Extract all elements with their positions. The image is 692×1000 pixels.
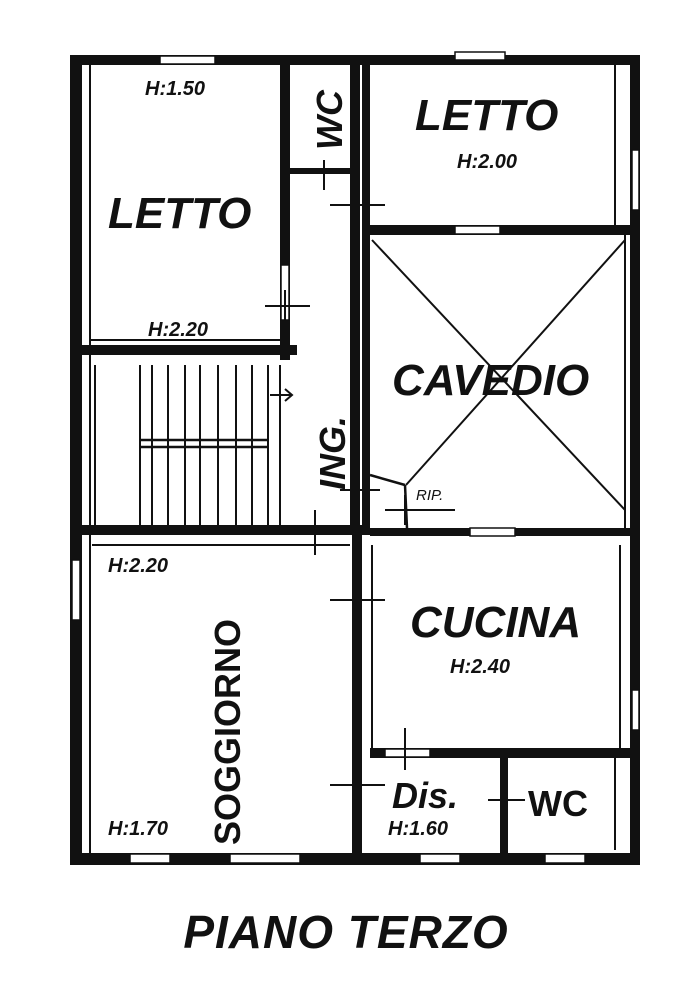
room-letto-left: H:1.50 LETTO H:2.20 — [82, 65, 310, 360]
disimpegno-height: H:1.60 — [388, 818, 448, 840]
windows — [71, 51, 640, 864]
wc-bottom-label: WC — [528, 783, 588, 824]
letto-left-height-top: H:1.50 — [145, 78, 205, 100]
room-cavedio: CAVEDIO — [370, 235, 635, 537]
soggiorno-height-bottom: H:1.70 — [108, 818, 168, 840]
letto-left-label: LETTO — [108, 189, 251, 238]
letto-left-height-bottom: H:2.20 — [148, 319, 208, 341]
room-ripostiglio: RIP. — [369, 473, 455, 529]
letto-right-height: H:2.00 — [457, 151, 517, 173]
soggiorno-label: SOGGIORNO — [207, 619, 248, 845]
cavedio-label: CAVEDIO — [392, 356, 589, 405]
room-cucina: CUCINA H:2.40 — [370, 545, 635, 770]
room-disimpegno: Dis. H:1.60 — [388, 758, 525, 853]
corridor-walls: ING. — [312, 65, 385, 535]
cucina-height: H:2.40 — [450, 656, 510, 678]
ingresso-label: ING. — [312, 416, 353, 490]
room-wc-top: WC — [290, 65, 360, 190]
room-soggiorno: H:2.20 SOGGIORNO H:1.70 — [92, 535, 385, 855]
cucina-label: CUCINA — [410, 598, 581, 647]
disimpegno-label: Dis. — [392, 775, 458, 816]
outer-walls — [70, 55, 640, 865]
stairs — [82, 365, 362, 555]
letto-right-label: LETTO — [415, 91, 558, 140]
wc-top-label: WC — [309, 89, 350, 150]
room-letto-right: LETTO H:2.00 — [370, 65, 640, 235]
ripostiglio-label: RIP. — [416, 487, 443, 504]
floor-title: PIANO TERZO — [183, 906, 509, 958]
room-wc-bottom: WC — [528, 758, 616, 850]
soggiorno-height-top: H:2.20 — [108, 555, 168, 577]
